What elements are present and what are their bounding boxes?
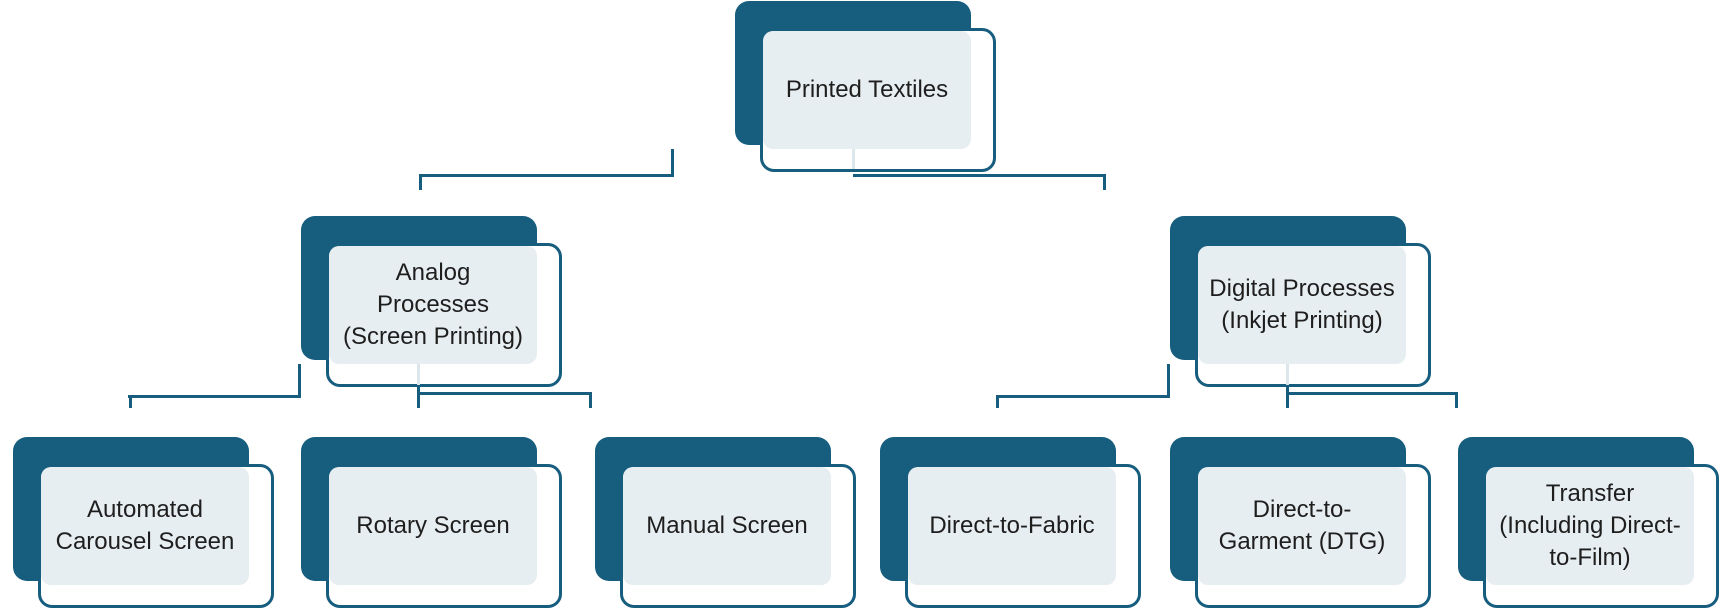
node-rotary-screen: Rotary Screen (301, 437, 562, 608)
node-automated-carousel-screen: Automated Carousel Screen (13, 437, 274, 608)
connector-root-left-stub (419, 174, 422, 190)
connector-digital-right-horizontal (1288, 392, 1458, 395)
node-face: Manual Screen (623, 467, 831, 585)
node-label: Direct-to- Garment (DTG) (1218, 496, 1386, 555)
node-label: Manual Screen (646, 512, 808, 539)
connector-analog-right-stub (589, 392, 592, 408)
node-direct-to-fabric: Direct-to-Fabric (880, 437, 1141, 608)
node-face: Analog Processes (Screen Printing) (329, 246, 537, 364)
connector-analog-drop-stub (417, 385, 420, 408)
node-label: Automated Carousel Screen (55, 496, 235, 555)
connector-digital-left-horizontal (996, 395, 1170, 398)
node-face: Direct-to-Fabric (908, 467, 1116, 585)
connector-digital-drop-stub (1286, 385, 1289, 408)
node-face: Printed Textiles (763, 31, 971, 149)
connector-digital-left-riser (1167, 364, 1170, 398)
connector-digital-left-stub (996, 395, 999, 408)
connector-root-right-horizontal (853, 174, 1106, 177)
node-analog-processes: Analog Processes (Screen Printing) (301, 216, 562, 387)
node-direct-to-garment: Direct-to- Garment (DTG) (1170, 437, 1431, 608)
node-transfer: Transfer (Including Direct- to-Film) (1458, 437, 1719, 608)
connector-root-left-horizontal (419, 174, 674, 177)
node-face: Transfer (Including Direct- to-Film) (1486, 467, 1694, 585)
node-manual-screen: Manual Screen (595, 437, 856, 608)
node-label: Printed Textiles (785, 76, 949, 103)
node-label: Analog Processes (Screen Printing) (342, 259, 524, 350)
node-label: Transfer (Including Direct- to-Film) (1499, 480, 1681, 571)
connector-root-left-riser (671, 149, 674, 177)
node-label: Digital Processes (Inkjet Printing) (1209, 275, 1395, 334)
connector-root-drop-light (852, 149, 855, 169)
connector-analog-left-stub (129, 395, 132, 408)
connector-analog-right-horizontal (419, 392, 592, 395)
node-printed-textiles: Printed Textiles (735, 1, 996, 172)
node-digital-processes: Digital Processes (Inkjet Printing) (1170, 216, 1431, 387)
node-face: Automated Carousel Screen (41, 467, 249, 585)
connector-digital-right-stub (1455, 392, 1458, 408)
connector-analog-left-riser (298, 364, 301, 398)
connector-analog-drop-light (417, 364, 420, 385)
node-label: Direct-to-Fabric (929, 512, 1095, 539)
connector-root-right-stub (1103, 174, 1106, 190)
connector-analog-left-horizontal (128, 395, 301, 398)
node-face: Rotary Screen (329, 467, 537, 585)
connector-digital-drop-light (1286, 364, 1289, 385)
node-face: Digital Processes (Inkjet Printing) (1198, 246, 1406, 364)
node-label: Rotary Screen (356, 512, 510, 539)
node-face: Direct-to- Garment (DTG) (1198, 467, 1406, 585)
